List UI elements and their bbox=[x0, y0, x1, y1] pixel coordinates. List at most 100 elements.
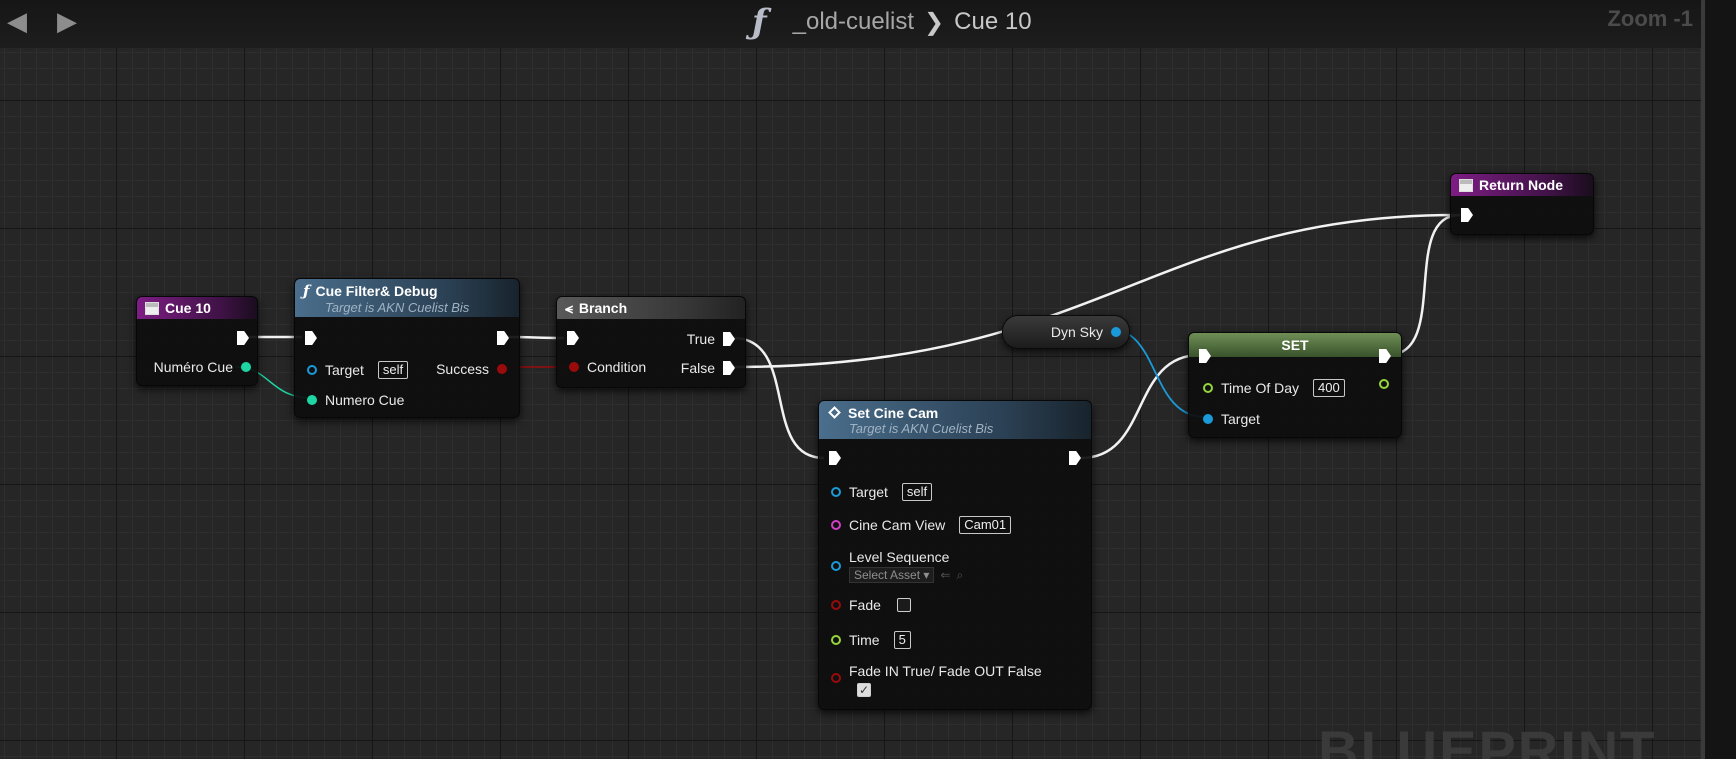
cine-cam-view-field[interactable]: Cam01 bbox=[959, 516, 1012, 534]
cue-filter-success-pin[interactable]: Success bbox=[436, 361, 507, 377]
browse-search-icon[interactable]: ⌕ bbox=[956, 567, 964, 582]
set-title: SET bbox=[1281, 337, 1309, 353]
branch-true-pin[interactable]: True bbox=[687, 331, 735, 347]
exec-in-pin-icon bbox=[1461, 208, 1473, 222]
cine-cam-view-pin[interactable]: Cine Cam View Cam01 bbox=[831, 516, 1012, 534]
cue-filter-numero-pin[interactable]: Numero Cue bbox=[307, 392, 404, 408]
zoom-level: Zoom -1 bbox=[1607, 6, 1693, 31]
return-node[interactable]: Return Node bbox=[1450, 173, 1594, 235]
cue-filter-target-field[interactable]: self bbox=[377, 361, 409, 379]
float-pin-icon bbox=[831, 635, 841, 645]
exec-out-pin-icon bbox=[237, 331, 249, 345]
fade-in-label: Fade IN True/ Fade OUT False bbox=[849, 663, 1042, 679]
set-cine-cam-target-pin[interactable]: Target self bbox=[831, 483, 933, 501]
cue-filter-target-pin[interactable]: Target self bbox=[307, 361, 409, 379]
fade-label: Fade bbox=[849, 597, 881, 613]
set-cine-cam-header: Set Cine Cam Target is AKN Cuelist Bis bbox=[819, 401, 1091, 439]
set-target-label: Target bbox=[1221, 411, 1260, 427]
fade-checkbox[interactable] bbox=[896, 598, 911, 612]
exec-out-pin-icon bbox=[497, 331, 509, 345]
return-exec-in[interactable] bbox=[1461, 208, 1473, 222]
cue-filter-target-label: Target bbox=[325, 362, 364, 378]
event-node-cue-10[interactable]: Cue 10 Numéro Cue bbox=[136, 296, 258, 386]
breadcrumb-parent[interactable]: _old-cuelist bbox=[792, 8, 915, 35]
set-time-of-day-out-pin[interactable] bbox=[1379, 379, 1389, 389]
cine-cam-view-label: Cine Cam View bbox=[849, 517, 946, 533]
set-exec-in[interactable] bbox=[1199, 349, 1211, 363]
set-cine-cam-node[interactable]: Set Cine Cam Target is AKN Cuelist Bis T… bbox=[818, 400, 1092, 710]
return-node-icon bbox=[1459, 178, 1473, 192]
level-sequence-pin[interactable]: Level Sequence Select Asset ▾ ⇐ ⌕ bbox=[831, 549, 963, 583]
vertical-scrollbar[interactable] bbox=[1701, 0, 1736, 759]
fade-pin[interactable]: Fade bbox=[831, 597, 911, 613]
event-exec-out[interactable] bbox=[237, 331, 249, 345]
cue-filter-title: Cue Filter& Debug bbox=[315, 282, 438, 299]
boolean-pin-icon bbox=[497, 364, 507, 374]
time-label: Time bbox=[849, 632, 880, 648]
graph-canvas[interactable]: Cue 10 Numéro Cue ƒ Cue Filter& Debug Ta… bbox=[0, 0, 1701, 759]
chevron-down-icon: ▾ bbox=[923, 568, 930, 582]
dyn-sky-out-pin[interactable]: Dyn Sky bbox=[1051, 324, 1121, 340]
branch-condition-label: Condition bbox=[587, 359, 647, 375]
set-time-of-day-field[interactable]: 400 bbox=[1313, 379, 1345, 397]
level-sequence-label: Level Sequence bbox=[849, 549, 950, 565]
object-pin-icon bbox=[1111, 327, 1121, 337]
object-pin-icon bbox=[307, 365, 317, 375]
branch-condition-pin[interactable]: Condition bbox=[569, 359, 646, 375]
set-cine-cam-subtitle: Target is AKN Cuelist Bis bbox=[849, 420, 994, 436]
wires-layer bbox=[235, 213, 1461, 460]
set-cine-cam-target-field[interactable]: self bbox=[901, 483, 933, 501]
level-sequence-asset-picker[interactable]: Select Asset ▾ bbox=[849, 567, 935, 583]
branch-true-label: True bbox=[686, 331, 715, 347]
event-node-header: Cue 10 bbox=[137, 297, 257, 319]
cue-filter-subtitle: Target is AKN Cuelist Bis bbox=[325, 299, 470, 315]
use-selected-icon[interactable]: ⇐ bbox=[940, 568, 951, 582]
time-field[interactable]: 5 bbox=[893, 631, 911, 649]
blueprint-watermark: BLUEPRINT bbox=[1318, 719, 1657, 759]
branch-icon: ⪪ bbox=[565, 299, 573, 316]
branch-exec-in[interactable] bbox=[567, 331, 579, 345]
back-arrow-icon[interactable]: ◀ bbox=[7, 6, 27, 36]
object-pin-icon bbox=[831, 487, 841, 497]
cue-filter-node[interactable]: ƒ Cue Filter& Debug Target is AKN Cuelis… bbox=[294, 278, 520, 418]
set-target-pin[interactable]: Target bbox=[1203, 411, 1260, 427]
set-cine-cam-exec-out[interactable] bbox=[1069, 451, 1081, 465]
branch-header: ⪪ Branch bbox=[557, 297, 745, 319]
exec-out-pin-icon bbox=[1379, 349, 1391, 363]
set-exec-out[interactable] bbox=[1379, 349, 1391, 363]
branch-false-pin[interactable]: False bbox=[681, 360, 735, 376]
branch-false-label: False bbox=[680, 360, 715, 376]
branch-title: Branch bbox=[578, 300, 628, 316]
fade-in-pin[interactable]: Fade IN True/ Fade OUT False ✓ bbox=[831, 663, 1042, 697]
scrollbar-track[interactable] bbox=[1701, 0, 1705, 759]
numero-cue-label: Numéro Cue bbox=[153, 359, 233, 375]
exec-in-pin-icon bbox=[567, 331, 579, 345]
cue-filter-success-label: Success bbox=[436, 361, 489, 377]
set-header: SET bbox=[1189, 333, 1401, 357]
struct-pin-icon bbox=[831, 520, 841, 530]
set-node[interactable]: SET Time Of Day 400 Target bbox=[1188, 332, 1402, 438]
forward-arrow-icon[interactable]: ▶ bbox=[57, 6, 77, 36]
set-time-of-day-pin[interactable]: Time Of Day 400 bbox=[1203, 379, 1345, 397]
dyn-sky-variable-node[interactable]: Dyn Sky bbox=[1002, 315, 1130, 349]
time-pin[interactable]: Time 5 bbox=[831, 631, 911, 649]
fade-in-checkbox[interactable]: ✓ bbox=[857, 683, 871, 697]
boolean-pin-icon bbox=[831, 600, 841, 610]
cue-filter-exec-out[interactable] bbox=[497, 331, 509, 345]
exec-out-pin-icon bbox=[723, 332, 735, 346]
cue-filter-header: ƒ Cue Filter& Debug Target is AKN Cuelis… bbox=[295, 279, 519, 317]
exec-in-pin-icon bbox=[305, 331, 317, 345]
event-numero-cue-out[interactable]: Numéro Cue bbox=[154, 359, 251, 375]
set-cine-cam-exec-in[interactable] bbox=[829, 451, 841, 465]
cue-filter-exec-in[interactable] bbox=[305, 331, 317, 345]
set-cine-cam-target-label: Target bbox=[849, 484, 888, 500]
exec-out-pin-icon bbox=[723, 361, 735, 375]
wire-branch-true-to-cinecam bbox=[732, 336, 825, 460]
cue-filter-numero-label: Numero Cue bbox=[325, 392, 405, 408]
wire-cinecam-to-set bbox=[1080, 353, 1201, 460]
branch-node[interactable]: ⪪ Branch Condition True False bbox=[556, 296, 746, 388]
function-icon: ƒ bbox=[752, 2, 767, 42]
set-cine-cam-title: Set Cine Cam bbox=[848, 404, 939, 421]
graph-header: ◀ ▶ ƒ _old-cuelist ❯ Cue 10 Zoom -1 bbox=[0, 0, 1701, 48]
boolean-pin-icon bbox=[569, 362, 579, 372]
